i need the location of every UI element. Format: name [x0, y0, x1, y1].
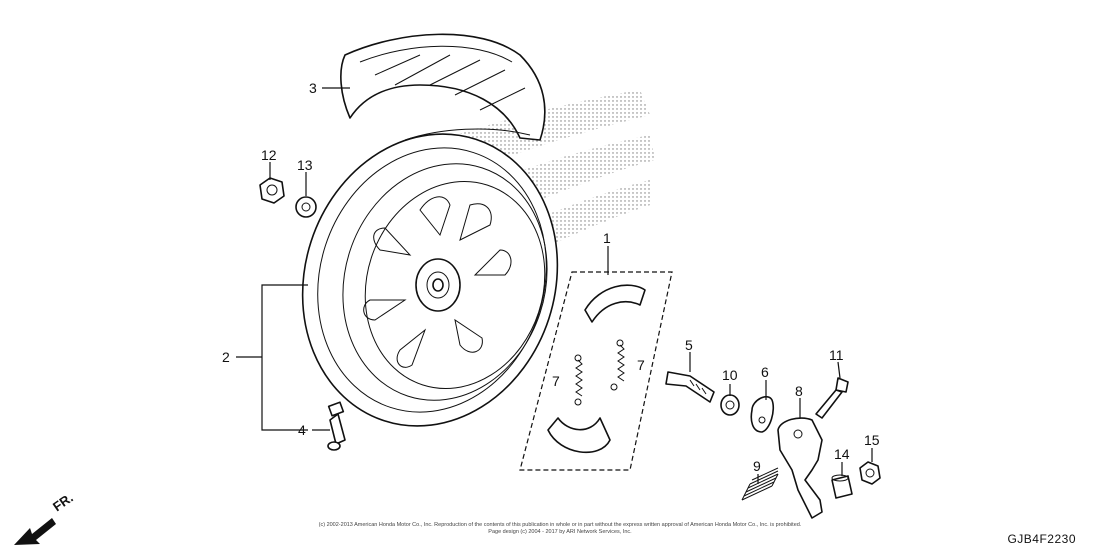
wear-indicator-plate	[750, 395, 775, 433]
felt-seal	[720, 394, 740, 416]
callout-4: 4	[298, 422, 306, 438]
callout-11: 11	[829, 347, 844, 363]
callout-9: 9	[753, 458, 761, 474]
callout-14: 14	[834, 446, 850, 462]
callout-13: 13	[297, 157, 313, 173]
diagram-code: GJB4F2230	[1007, 532, 1076, 546]
callout-15: 15	[864, 432, 880, 448]
brake-spring-right	[610, 339, 625, 391]
copyright-notice: (c) 2002-2013 American Honda Motor Co., …	[310, 522, 810, 536]
front-arrow-icon	[14, 518, 56, 545]
callout-5: 5	[685, 337, 693, 353]
air-valve	[327, 401, 346, 451]
arm-bolt	[815, 377, 849, 419]
copyright-line-1: (c) 2002-2013 American Honda Motor Co., …	[318, 522, 802, 528]
callout-1: 1	[603, 230, 611, 246]
callout-7-left: 7	[552, 373, 560, 389]
brake-shoe-lower	[547, 417, 611, 454]
callout-6: 6	[761, 364, 769, 380]
callout-7-right: 7	[637, 357, 645, 373]
wheel-rim	[301, 133, 559, 427]
collar	[831, 474, 853, 499]
callout-3: 3	[309, 80, 317, 96]
axle-nut	[259, 177, 285, 204]
callout-10: 10	[722, 367, 738, 383]
leader-lines	[236, 87, 873, 484]
brake-shoe-set-outline	[519, 271, 673, 471]
copyright-line-2: Page design (c) 2004 - 2017 by ARI Netwo…	[488, 529, 632, 535]
brake-shoe-upper	[584, 284, 646, 323]
arm-nut	[859, 461, 881, 485]
brake-arm	[777, 417, 823, 519]
return-spring	[741, 467, 779, 501]
washer	[295, 196, 317, 218]
tire	[340, 33, 546, 141]
brake-spring-left	[574, 354, 583, 406]
brake-cam	[665, 371, 715, 403]
callout-8: 8	[795, 383, 803, 399]
callout-2: 2	[222, 349, 230, 365]
callout-12: 12	[261, 147, 277, 163]
